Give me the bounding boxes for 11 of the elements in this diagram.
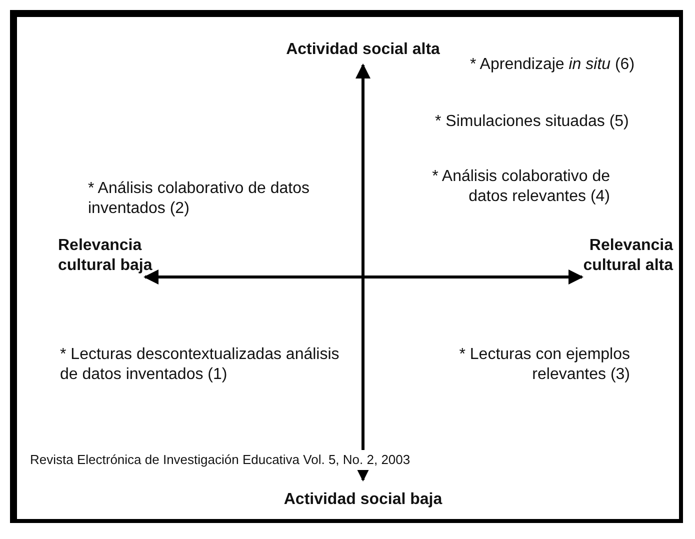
quadrant-item: * Lecturas con ejemplos relevantes (3) bbox=[458, 345, 630, 385]
quadrant-item: * Aprendizaje in situ (6) bbox=[470, 55, 636, 75]
quadrant-item: * Lecturas descontextualizadas análisis de datos inventados (1) bbox=[60, 345, 340, 385]
quadrant-item: * Análisis colaborativo de datos relevantes (4) bbox=[431, 167, 610, 207]
axis-label: Relevancia cultural alta bbox=[582, 236, 673, 276]
source-caption: Revista Electrónica de Investigación Educativa Vol. 5, No. 2, 2003 bbox=[30, 450, 410, 470]
quadrant-item: * Análisis colaborativo de datos inventados (2) bbox=[88, 179, 310, 219]
axis-label: Relevancia cultural baja bbox=[58, 236, 154, 276]
axis-label: Actividad social alta bbox=[285, 40, 441, 60]
quadrant-item: * Simulaciones situadas (5) bbox=[435, 112, 630, 132]
axis-label: Actividad social baja bbox=[282, 490, 444, 510]
